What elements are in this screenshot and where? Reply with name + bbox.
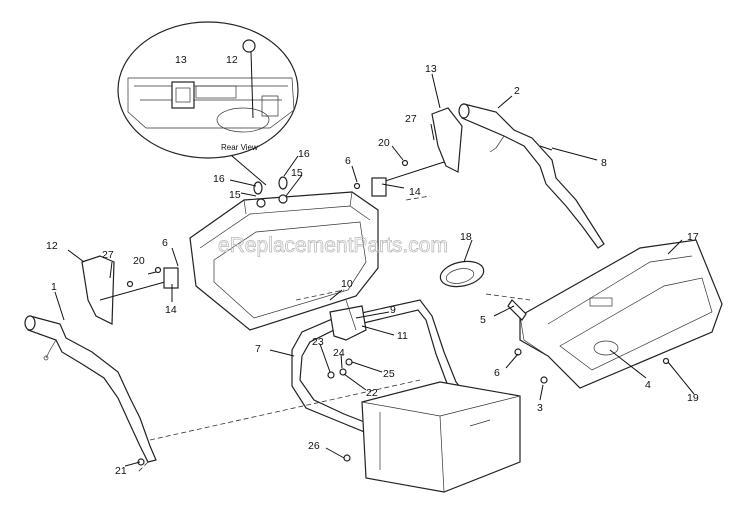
callout-27-right: 27 bbox=[405, 113, 417, 125]
callout-27-left: 27 bbox=[102, 249, 114, 261]
lower-box bbox=[361, 381, 521, 493]
callout-6-top: 6 bbox=[345, 155, 351, 167]
callout-11: 11 bbox=[397, 330, 408, 342]
callouts: 1 2 3 4 5 6 6 6 7 8 9 10 11 12 12 13 13 … bbox=[46, 54, 699, 477]
callout-1: 1 bbox=[51, 281, 57, 293]
callout-7: 7 bbox=[255, 343, 261, 355]
callout-4: 4 bbox=[645, 379, 651, 391]
callout-14-right: 14 bbox=[409, 186, 421, 198]
callout-8: 8 bbox=[601, 157, 607, 169]
rear-view-inset: Rear View bbox=[117, 21, 299, 186]
callout-16-right: 16 bbox=[298, 148, 310, 160]
callout-21: 21 bbox=[115, 465, 127, 477]
callout-25: 25 bbox=[383, 368, 395, 380]
callout-10: 10 bbox=[341, 278, 353, 290]
callout-20-left: 20 bbox=[133, 255, 145, 267]
callout-15-right: 15 bbox=[291, 167, 303, 179]
callout-24: 24 bbox=[333, 347, 345, 359]
callout-2: 2 bbox=[514, 85, 520, 97]
callout-13-right: 13 bbox=[425, 63, 437, 75]
callout-17: 17 bbox=[687, 231, 699, 243]
left-bracket bbox=[81, 255, 179, 325]
callout-13-inset: 13 bbox=[175, 54, 187, 66]
callout-26: 26 bbox=[308, 440, 320, 452]
callout-16-left: 16 bbox=[213, 173, 225, 185]
work-light bbox=[439, 260, 531, 301]
callout-19: 19 bbox=[687, 392, 699, 404]
callout-9: 9 bbox=[390, 304, 396, 316]
rear-view-caption: Rear View bbox=[221, 143, 258, 152]
callout-5: 5 bbox=[480, 314, 486, 326]
callout-12-left: 12 bbox=[46, 240, 58, 252]
callout-3: 3 bbox=[537, 402, 543, 414]
callout-12-inset: 12 bbox=[226, 54, 238, 66]
alignment-lines bbox=[137, 195, 431, 473]
light-housing bbox=[519, 239, 723, 389]
right-bracket bbox=[371, 107, 463, 197]
callout-14-left: 14 bbox=[165, 304, 177, 316]
left-handle bbox=[24, 315, 157, 463]
hardware bbox=[126, 145, 670, 466]
callout-22: 22 bbox=[366, 387, 378, 399]
right-handle bbox=[458, 103, 605, 249]
callout-20-right: 20 bbox=[378, 137, 390, 149]
leader-lines bbox=[54, 73, 695, 467]
callout-6-left: 6 bbox=[162, 237, 168, 249]
mount-bracket bbox=[329, 299, 367, 341]
callout-6-right: 6 bbox=[494, 367, 500, 379]
callout-18: 18 bbox=[460, 231, 472, 243]
watermark: eReplacementParts.com bbox=[218, 234, 448, 257]
callout-23: 23 bbox=[312, 336, 324, 348]
callout-15-left: 15 bbox=[229, 189, 241, 201]
